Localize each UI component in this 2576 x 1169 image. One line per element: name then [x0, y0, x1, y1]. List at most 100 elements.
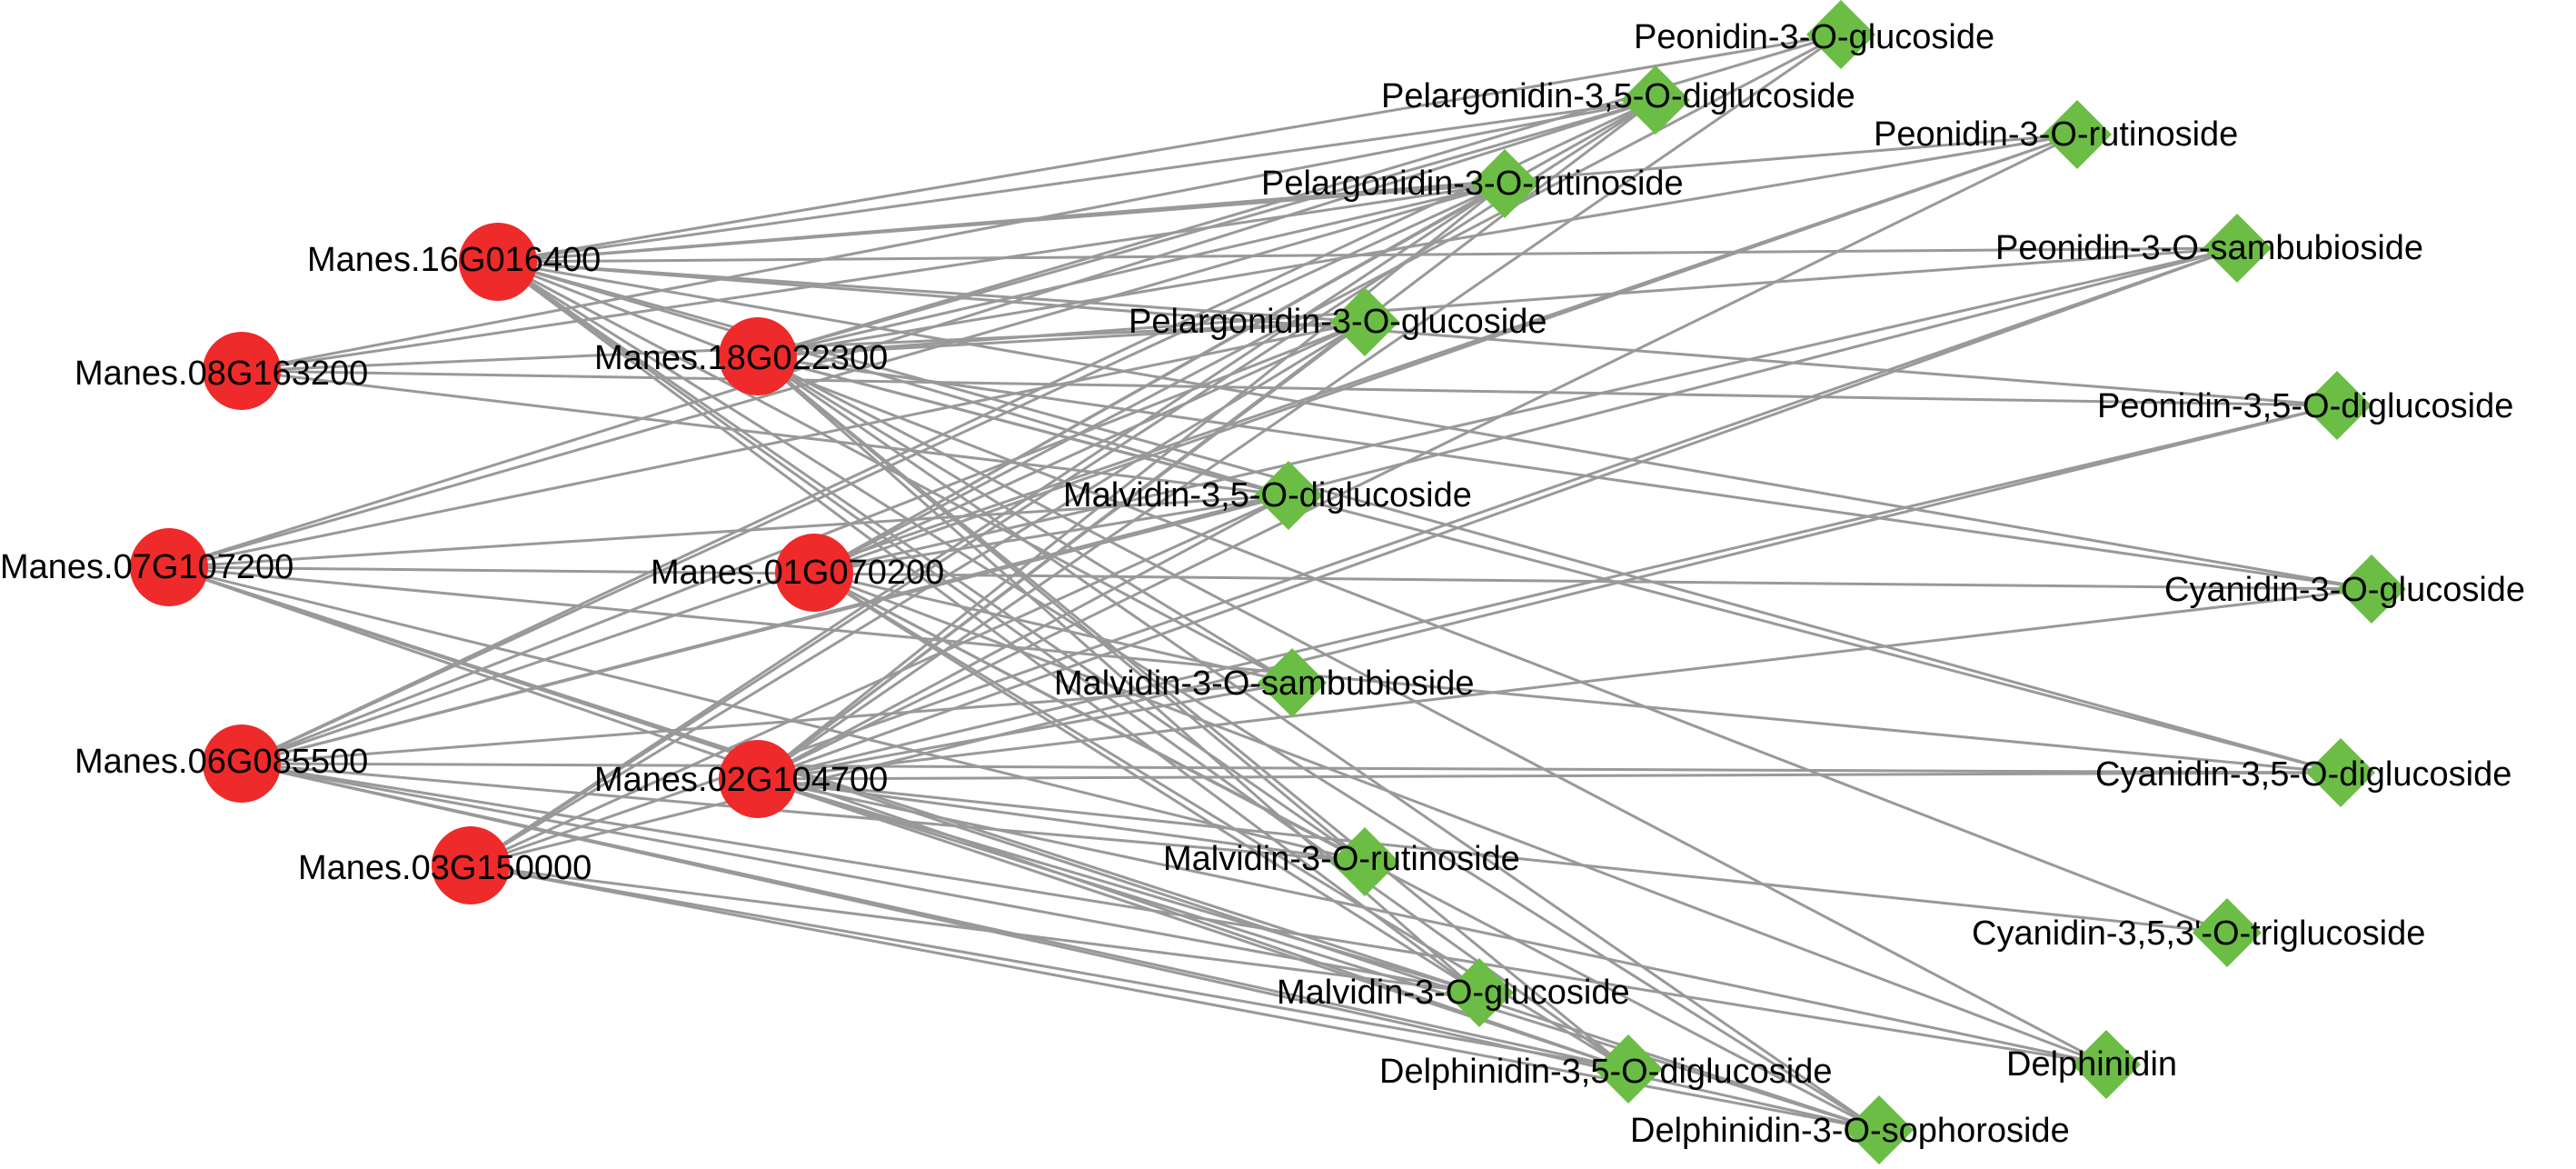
edge-manes-08g163200-to-peonidin-3-5-o-diglucoside: [241, 369, 2338, 407]
metabolite-label-malvidin-3-o-sambubioside: Malvidin-3-O-sambubioside: [1054, 664, 1475, 703]
edge-manes-03g150000-to-pelargonidin-3-o-glucoside: [470, 320, 1366, 867]
gene-label-manes-16g016400: Manes.16G016400: [307, 241, 601, 279]
metabolite-node-delphinidin-3-o-sophoroside[interactable]: [1845, 1095, 1914, 1164]
metabolite-label-malvidin-3-o-rutinoside: Malvidin-3-O-rutinoside: [1163, 840, 1520, 878]
metabolite-label-peonidin-3-o-sambubioside: Peonidin-3-O-sambubioside: [1995, 229, 2423, 267]
metabolite-node-malvidin-3-o-sambubioside[interactable]: [1258, 648, 1327, 717]
edge-manes-03g150000-to-malvidin-3-o-glucoside: [470, 864, 1480, 994]
metabolite-node-cyanidin-3-5-o-diglucoside[interactable]: [2306, 738, 2375, 807]
gene-node-manes-06g085500[interactable]: [203, 724, 281, 803]
metabolite-node-malvidin-3-o-glucoside[interactable]: [1445, 958, 1514, 1027]
edge-manes-03g150000-to-malvidin-3-5-o-diglucoside: [470, 494, 1289, 867]
metabolite-node-peonidin-3-o-glucoside[interactable]: [1806, 0, 1875, 69]
metabolite-node-pelargonidin-3-o-glucoside[interactable]: [1330, 287, 1399, 356]
edge-manes-01g070200-to-malvidin-3-5-o-diglucoside: [813, 494, 1289, 575]
metabolite-node-cyanidin-3-o-glucoside[interactable]: [2337, 555, 2406, 624]
edge-manes-02g104700-to-pelargonidin-3-o-glucoside: [757, 320, 1366, 781]
metabolite-node-malvidin-3-o-rutinoside[interactable]: [1330, 827, 1399, 896]
edge-manes-06g085500-to-malvidin-3-5-o-diglucoside: [241, 494, 1289, 765]
gene-node-manes-02g104700[interactable]: [719, 740, 797, 818]
edge-manes-16g016400-to-cyanidin-3-o-glucoside: [497, 260, 2372, 591]
edges-layer: [168, 33, 2372, 1132]
gene-node-manes-03g150000[interactable]: [432, 826, 510, 904]
edge-manes-07g107200-to-malvidin-3-o-rutinoside: [168, 565, 1366, 864]
metabolite-node-peonidin-3-o-sambubioside[interactable]: [2203, 214, 2272, 283]
metabolite-label-cyanidin-3-5-3-o-triglucoside: Cyanidin-3,5,3'-O-triglucoside: [1972, 914, 2425, 953]
metabolite-node-pelargonidin-3-5-o-diglucoside[interactable]: [1621, 65, 1690, 135]
edge-manes-03g150000-to-delphinidin-3-5-o-diglucoside: [470, 864, 1629, 1071]
metabolite-node-peonidin-3-o-rutinoside[interactable]: [2043, 100, 2112, 169]
edge-manes-18g022300-to-peonidin-3-o-rutinoside: [757, 133, 2078, 358]
edge-manes-02g104700-to-peonidin-3-o-rutinoside: [757, 133, 2078, 781]
gene-label-manes-01g070200: Manes.01G070200: [651, 554, 944, 592]
metabolite-label-malvidin-3-o-glucoside: Malvidin-3-O-glucoside: [1277, 974, 1630, 1012]
metabolite-label-pelargonidin-3-5-o-diglucoside: Pelargonidin-3,5-O-diglucoside: [1381, 77, 1855, 115]
edge-manes-02g104700-to-malvidin-3-o-glucoside: [757, 777, 1480, 994]
edge-manes-08g163200-to-pelargonidin-3-5-o-diglucoside: [241, 98, 1656, 373]
edge-manes-18g022300-to-delphinidin-3-5-o-diglucoside: [757, 355, 1629, 1071]
metabolite-node-delphinidin-3-5-o-diglucoside[interactable]: [1594, 1034, 1663, 1104]
gene-label-manes-08g163200: Manes.08G163200: [75, 355, 368, 393]
edge-manes-02g104700-to-delphinidin-3-5-o-diglucoside: [757, 777, 1629, 1071]
metabolite-label-malvidin-3-5-o-diglucoside: Malvidin-3,5-O-diglucoside: [1063, 476, 1472, 515]
edge-manes-07g107200-to-delphinidin-3-5-o-diglucoside: [168, 565, 1629, 1071]
edge-manes-16g016400-to-malvidin-3-o-glucoside: [497, 260, 1480, 994]
edge-manes-18g022300-to-delphinidin-3-o-sophoroside: [757, 355, 1880, 1132]
metabolite-label-delphinidin: Delphinidin: [2006, 1045, 2177, 1084]
edge-manes-07g107200-to-pelargonidin-3-o-rutinoside: [168, 182, 1506, 569]
edge-manes-03g150000-to-pelargonidin-3-5-o-diglucoside: [470, 98, 1656, 867]
metabolite-label-cyanidin-3-5-o-diglucoside: Cyanidin-3,5-O-diglucoside: [2095, 755, 2511, 794]
metabolite-node-pelargonidin-3-o-rutinoside[interactable]: [1470, 149, 1539, 218]
edge-manes-06g085500-to-malvidin-3-o-sambubioside: [241, 681, 1293, 765]
edge-manes-01g070200-to-pelargonidin-3-o-glucoside: [813, 320, 1366, 575]
metabolite-node-cyanidin-3-5-3-o-triglucoside[interactable]: [2193, 898, 2262, 967]
edge-manes-18g022300-to-cyanidin-3-5-o-diglucoside: [757, 355, 2342, 774]
metabolite-node-malvidin-3-5-o-diglucoside[interactable]: [1254, 461, 1323, 530]
gene-label-manes-06g085500: Manes.06G085500: [75, 743, 368, 781]
edge-manes-07g107200-to-cyanidin-3-5-o-diglucoside: [168, 565, 2342, 774]
edge-manes-02g104700-to-malvidin-3-5-o-diglucoside: [757, 494, 1289, 781]
edge-manes-16g016400-to-pelargonidin-3-5-o-diglucoside: [497, 98, 1656, 264]
edge-manes-18g022300-to-malvidin-3-o-sambubioside: [757, 355, 1293, 684]
gene-label-manes-07g107200: Manes.07G107200: [0, 548, 293, 586]
edge-manes-02g104700-to-delphinidin-3-o-sophoroside: [757, 777, 1880, 1132]
gene-node-manes-18g022300[interactable]: [719, 317, 797, 395]
edge-manes-06g085500-to-cyanidin-3-5-o-diglucoside: [241, 762, 2342, 774]
nodes-layer: [130, 0, 2406, 1164]
edge-manes-06g085500-to-delphinidin: [241, 762, 2107, 1066]
gene-label-manes-03g150000: Manes.03G150000: [298, 849, 592, 887]
edge-manes-07g107200-to-cyanidin-3-o-glucoside: [168, 565, 2372, 591]
edge-manes-02g104700-to-malvidin-3-o-rutinoside: [757, 777, 1366, 864]
edge-manes-01g070200-to-peonidin-3-o-sambubioside: [813, 246, 2238, 575]
metabolite-node-delphinidin[interactable]: [2072, 1030, 2141, 1099]
gene-label-manes-02g104700: Manes.02G104700: [594, 761, 888, 799]
metabolite-label-delphinidin-3-o-sophoroside: Delphinidin-3-O-sophoroside: [1630, 1112, 2070, 1150]
edge-manes-01g070200-to-peonidin-3-o-glucoside: [813, 33, 1842, 575]
metabolite-node-peonidin-3-5-o-diglucoside[interactable]: [2302, 371, 2372, 440]
edge-manes-06g085500-to-malvidin-3-o-rutinoside: [241, 762, 1366, 864]
edge-manes-18g022300-to-pelargonidin-3-5-o-diglucoside: [757, 98, 1656, 358]
metabolite-label-peonidin-3-o-rutinoside: Peonidin-3-O-rutinoside: [1874, 115, 2238, 154]
edge-manes-18g022300-to-delphinidin: [757, 355, 2107, 1066]
metabolite-label-pelargonidin-3-o-rutinoside: Pelargonidin-3-O-rutinoside: [1261, 165, 1684, 203]
gene-node-manes-07g107200[interactable]: [130, 528, 208, 606]
edge-manes-16g016400-to-pelargonidin-3-o-rutinoside: [497, 182, 1506, 264]
edge-manes-01g070200-to-malvidin-3-o-glucoside: [813, 571, 1480, 994]
gene-node-manes-16g016400[interactable]: [459, 223, 537, 301]
edge-manes-18g022300-to-peonidin-3-o-sambubioside: [757, 246, 2238, 358]
edge-manes-16g016400-to-malvidin-3-5-o-diglucoside: [497, 260, 1289, 497]
edge-manes-02g104700-to-peonidin-3-5-o-diglucoside: [757, 404, 2338, 781]
edge-manes-07g107200-to-delphinidin-3-o-sophoroside: [168, 565, 1880, 1132]
gene-node-manes-01g070200[interactable]: [775, 534, 853, 612]
edge-manes-02g104700-to-cyanidin-3-5-o-diglucoside: [757, 771, 2342, 781]
edge-manes-02g104700-to-malvidin-3-o-sambubioside: [757, 681, 1293, 781]
edge-manes-07g107200-to-pelargonidin-3-5-o-diglucoside: [168, 98, 1656, 569]
gene-label-manes-18g022300: Manes.18G022300: [594, 339, 888, 377]
edge-manes-18g022300-to-pelargonidin-3-o-rutinoside: [757, 182, 1506, 358]
edge-manes-16g016400-to-delphinidin-3-5-o-diglucoside: [497, 260, 1629, 1071]
edge-manes-06g085500-to-pelargonidin-3-5-o-diglucoside: [241, 98, 1656, 765]
gene-node-manes-08g163200[interactable]: [203, 332, 281, 410]
edge-manes-16g016400-to-peonidin-3-5-o-diglucoside: [497, 260, 2338, 407]
edge-manes-02g104700-to-peonidin-3-o-sambubioside: [757, 246, 2238, 781]
